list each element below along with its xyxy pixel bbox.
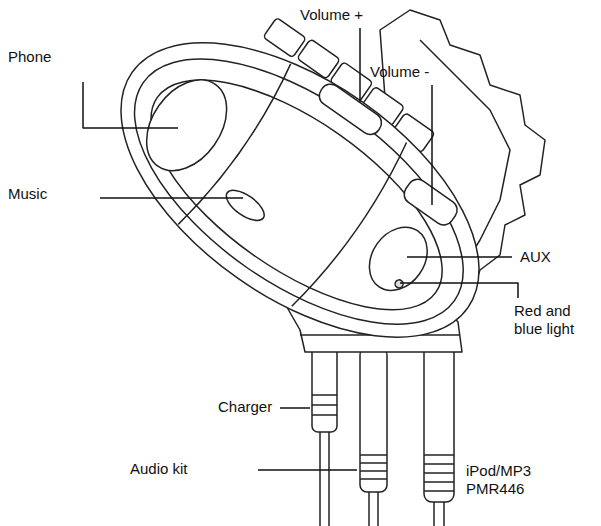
music-button [222,185,270,227]
part-label: Charger [218,398,272,416]
part-label: iPod/MP3 PMR446 [466,462,548,498]
part-label: Music [8,185,47,203]
volume-down-button [400,175,461,228]
part-label: AUX [520,248,551,266]
leader-lines [83,28,518,470]
part-label: Phone [8,48,51,66]
phone-button [130,65,243,186]
part-label: Volume + [300,6,363,24]
part-label: Volume - [370,63,429,81]
aux-button [357,216,439,302]
device-body [70,0,542,396]
part-label: Audio kit [130,460,188,478]
plugs [312,340,454,502]
volume-up-button [315,80,385,138]
status-light [394,278,405,289]
part-label: Red and blue light [514,302,592,338]
